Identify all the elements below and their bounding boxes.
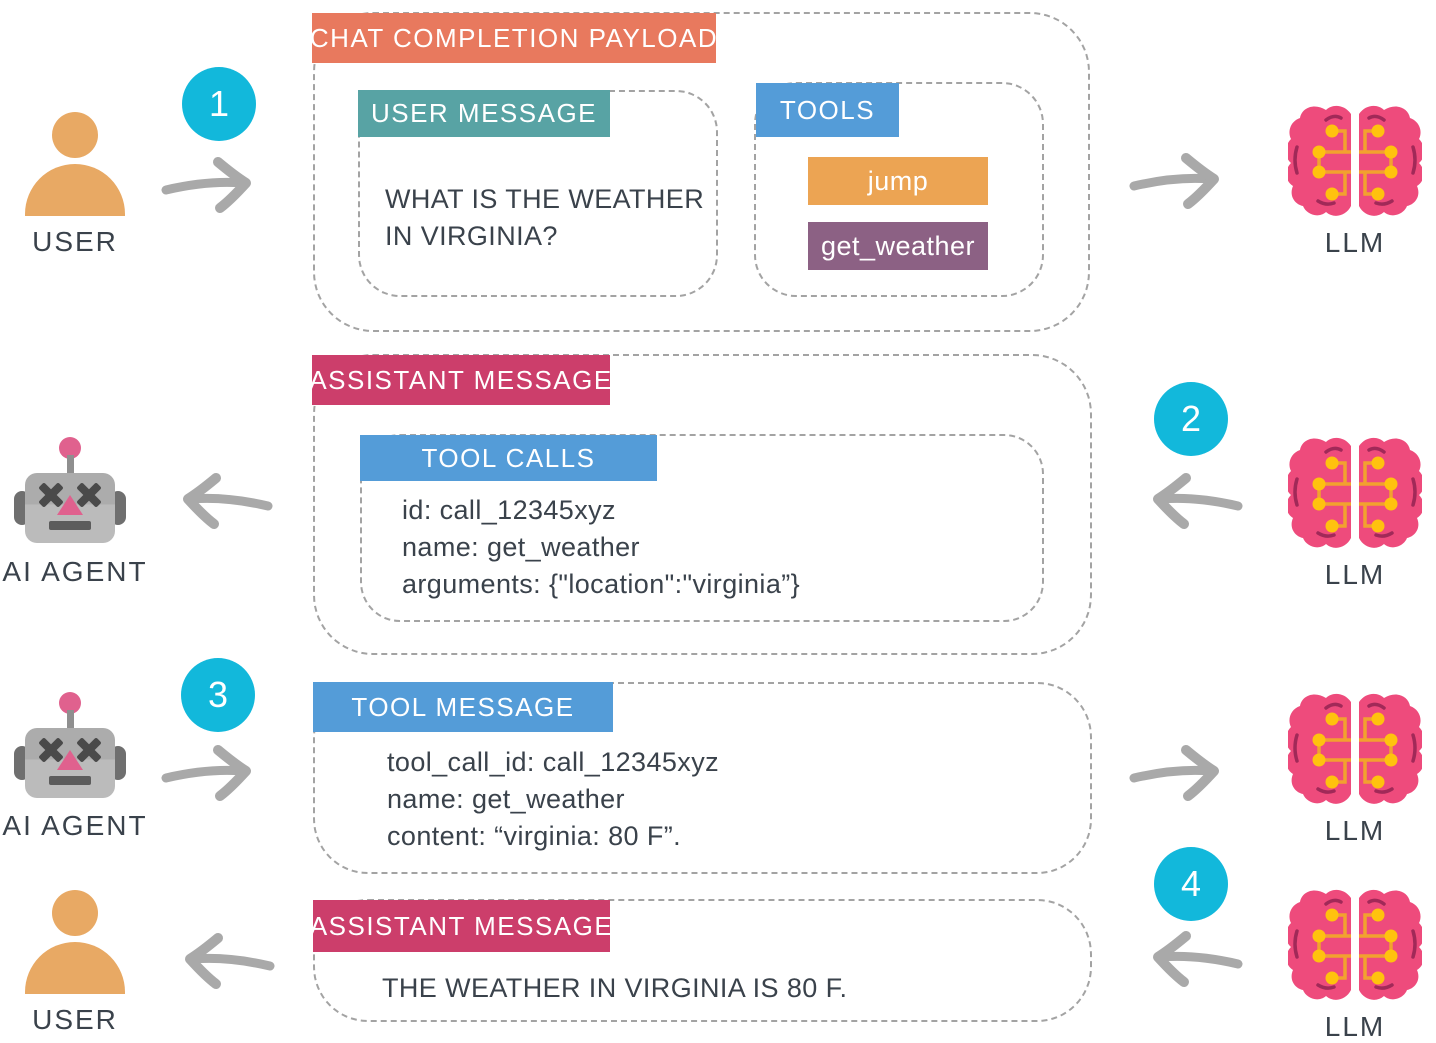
ai-agent-label: AI AGENT (2, 810, 148, 841)
tool-calls-line2: name: get_weather (402, 532, 640, 562)
user-message-line2: IN VIRGINIA? (385, 221, 558, 251)
assistant-message-line1: THE WEATHER IN VIRGINIA IS 80 F. (382, 973, 848, 1003)
llm-block: LLM (1284, 690, 1426, 847)
step-badge-2: 2 (1154, 382, 1228, 456)
brain-icon (1284, 888, 1426, 1002)
user-message-text: WHAT IS THE WEATHER IN VIRGINIA? (385, 181, 704, 255)
arrow-left-icon (158, 928, 278, 992)
brain-icon (1284, 692, 1426, 806)
tool-calls-line1: id: call_12345xyz (402, 495, 616, 525)
arrow-right-icon (1126, 740, 1246, 804)
chat-completion-payload-header: CHAT COMPLETION PAYLOAD (310, 13, 717, 63)
robot-mouth (49, 776, 91, 785)
arrow-right-icon (158, 152, 278, 216)
ai-agent-icon (14, 437, 126, 545)
tool-calls-text: id: call_12345xyz name: get_weather argu… (402, 492, 800, 603)
step-badge-1: 1 (182, 67, 256, 141)
tool-get-weather: get_weather (808, 222, 988, 270)
user-icon-body (25, 942, 125, 994)
arrow-left-icon (1126, 468, 1246, 532)
tools-box (754, 82, 1044, 297)
assistant-message-header-2: ASSISTANT MESSAGE (310, 900, 612, 952)
robot-head (25, 728, 115, 798)
tool-message-line2: name: get_weather (387, 784, 625, 814)
tool-jump: jump (808, 157, 988, 205)
user-label: USER (32, 226, 118, 257)
llm-block: LLM (1284, 434, 1426, 591)
step-badge-3: 3 (181, 658, 255, 732)
user-icon-body (25, 164, 125, 216)
assistant-message-box-2 (313, 899, 1092, 1022)
tool-calls-header: TOOL CALLS (360, 435, 657, 481)
ai-agent-icon (14, 692, 126, 800)
llm-label: LLM (1324, 227, 1386, 258)
llm-label: LLM (1324, 815, 1386, 846)
arrow-left-icon (1126, 926, 1246, 990)
robot-mouth (49, 521, 91, 530)
user-message-header: USER MESSAGE (358, 90, 610, 137)
llm-label: LLM (1324, 559, 1386, 590)
tool-message-line1: tool_call_id: call_12345xyz (387, 747, 720, 777)
llm-label: LLM (1324, 1011, 1386, 1042)
user-icon (25, 110, 125, 216)
tool-message-box (313, 682, 1092, 874)
robot-antenna-stem (67, 710, 74, 730)
arrow-right-icon (158, 740, 278, 804)
assistant-message-box-1 (313, 354, 1092, 655)
llm-block: LLM (1284, 102, 1426, 259)
robot-nose (57, 750, 83, 770)
brain-icon (1284, 104, 1426, 218)
assistant-message-header-1: ASSISTANT MESSAGE (309, 355, 611, 405)
user-label: USER (32, 1004, 118, 1035)
tool-message-header: TOOL MESSAGE (313, 682, 613, 732)
robot-nose (57, 495, 83, 515)
user-icon (25, 888, 125, 994)
llm-block: LLM (1284, 886, 1426, 1043)
robot-antenna-stem (67, 455, 74, 475)
arrow-left-icon (156, 468, 276, 532)
tool-calls-box (360, 434, 1044, 622)
ai-agent-label: AI AGENT (2, 556, 148, 587)
assistant-message-text: THE WEATHER IN VIRGINIA IS 80 F. (382, 970, 847, 1007)
arrow-right-icon (1126, 148, 1246, 212)
user-message-line1: WHAT IS THE WEATHER (385, 184, 705, 214)
robot-head (25, 473, 115, 543)
step-number: 3 (207, 674, 229, 715)
user-icon-head (52, 890, 98, 936)
brain-icon (1284, 436, 1426, 550)
user-icon-head (52, 112, 98, 158)
robot-antenna-ball (59, 437, 81, 459)
tool-message-text: tool_call_id: call_12345xyz name: get_we… (387, 744, 719, 855)
step-number: 2 (1180, 398, 1202, 439)
tool-message-line3: content: “virginia: 80 F”. (387, 821, 682, 851)
step-number: 4 (1180, 863, 1202, 904)
step-number: 1 (208, 83, 230, 124)
step-badge-4: 4 (1154, 847, 1228, 921)
robot-antenna-ball (59, 692, 81, 714)
tools-header: TOOLS (756, 83, 899, 137)
tool-calls-line3: arguments: {"location":"virginia”} (402, 569, 801, 599)
